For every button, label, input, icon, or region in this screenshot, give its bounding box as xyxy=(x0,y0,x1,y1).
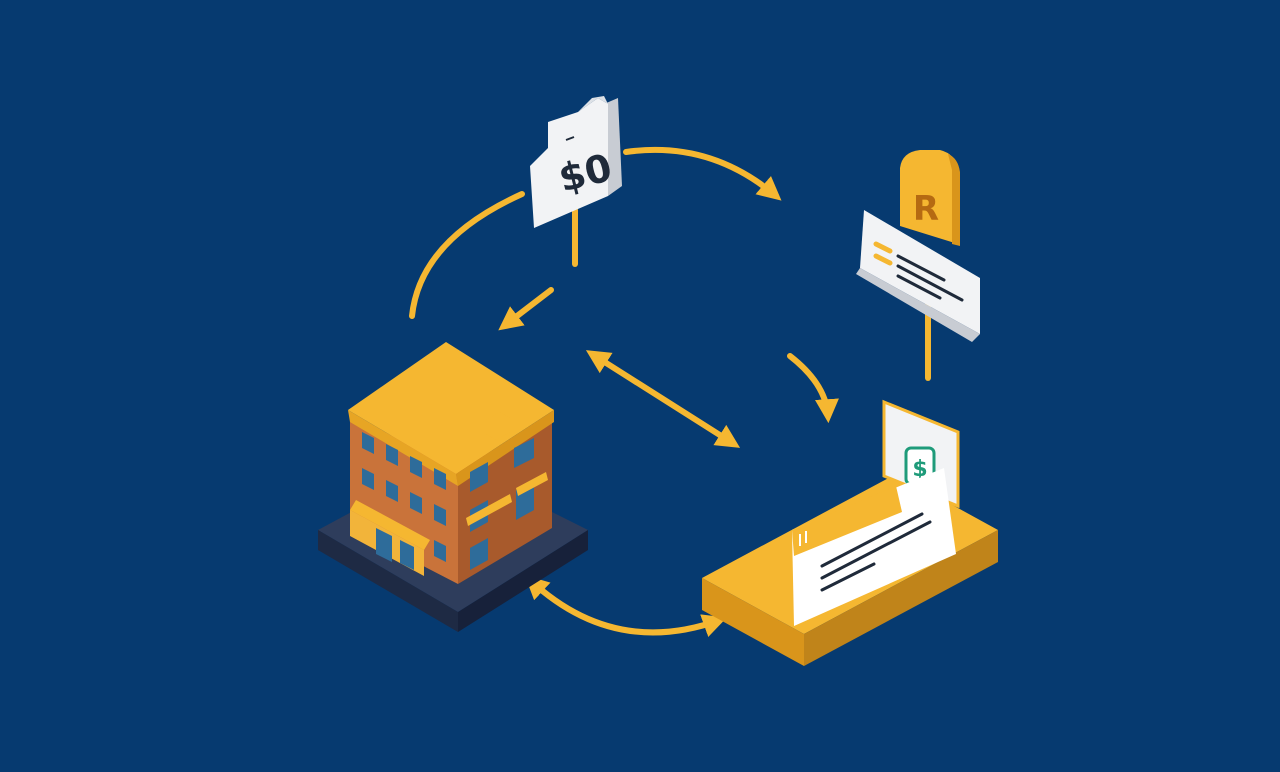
realtor-to-document-arrow xyxy=(787,353,839,424)
building-windows-left xyxy=(362,432,446,562)
price-tag-to-building-arrow xyxy=(498,287,554,331)
money-badge-label: $ xyxy=(912,457,927,482)
building-document-bottom-arrow xyxy=(524,575,727,637)
apartment-building-icon xyxy=(318,342,588,632)
realtor-board-lines xyxy=(873,241,964,302)
building-document-diagonal-arrow xyxy=(585,350,741,448)
realtor-sign-letter: R xyxy=(913,189,939,229)
connectors xyxy=(409,146,839,637)
payment-document-icon: $ xyxy=(702,399,998,666)
document-text-lines xyxy=(820,512,932,592)
price-tag-icon: $0 xyxy=(530,96,622,267)
price-tag-to-realtor-arrow xyxy=(623,146,782,201)
realtor-sign-icon: R xyxy=(856,150,980,381)
left-arc-connector xyxy=(409,191,525,319)
